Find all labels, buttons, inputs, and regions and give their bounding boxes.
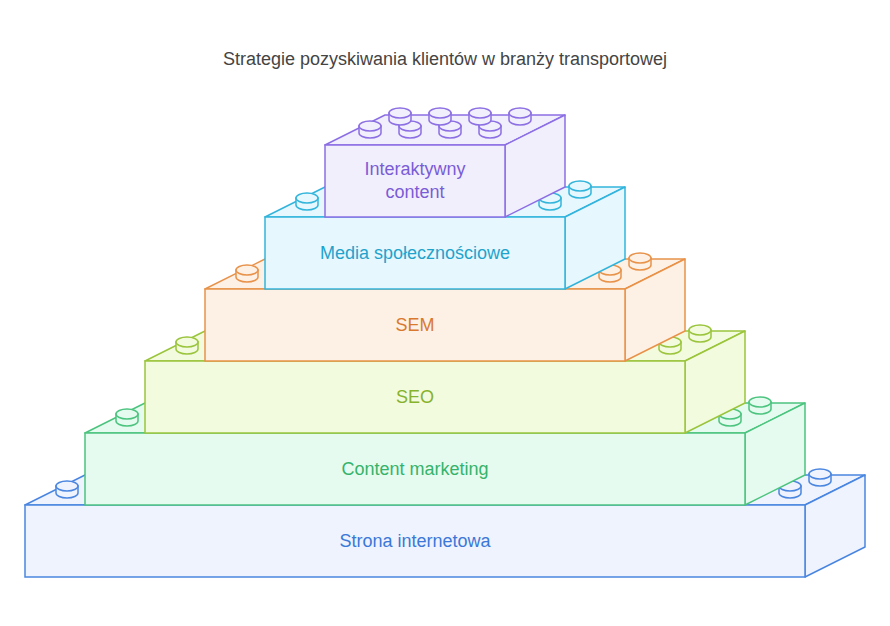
- brick-stud-top: [429, 108, 451, 118]
- brick-front: [325, 145, 505, 217]
- brick-stud-top: [509, 108, 531, 118]
- brick-side: [625, 259, 685, 361]
- brick-stud-top: [359, 121, 381, 131]
- brick-side: [565, 187, 625, 289]
- brick-front: [265, 217, 565, 289]
- brick-side: [685, 331, 745, 433]
- brick-stud-top: [469, 108, 491, 118]
- diagram-title: Strategie pozyskiwania klientów w branży…: [0, 49, 890, 70]
- brick-top: [85, 403, 805, 433]
- brick-face: Content marketing: [85, 433, 745, 505]
- brick-stud-top: [779, 481, 801, 491]
- brick-side: [805, 475, 865, 577]
- brick-face: Media społecznościowe: [265, 217, 565, 289]
- lego-brick: Interaktywny content: [325, 100, 565, 217]
- brick-face: SEM: [205, 289, 625, 361]
- brick-stud-top: [659, 337, 681, 347]
- brick-stud-top: [116, 409, 138, 419]
- brick-stud-top: [296, 193, 318, 203]
- brick-side: [505, 115, 565, 217]
- brick-top: [25, 475, 865, 505]
- brick-front: [205, 289, 625, 361]
- brick-stud-top: [809, 469, 831, 479]
- brick-stud-top: [599, 265, 621, 275]
- brick-top: [145, 331, 745, 361]
- brick-face: Interaktywny content: [325, 145, 505, 217]
- brick-stud-top: [719, 409, 741, 419]
- brick-stud-top: [389, 108, 411, 118]
- brick-face: Strona internetowa: [25, 505, 805, 577]
- brick-label: SEM: [395, 314, 434, 337]
- brick-top: [265, 187, 625, 217]
- brick-label: Content marketing: [341, 458, 488, 481]
- brick-stud-top: [539, 193, 561, 203]
- brick-face: SEO: [145, 361, 685, 433]
- brick-stud-top: [689, 325, 711, 335]
- brick-label: Media społecznościowe: [320, 242, 510, 265]
- brick-label: Strona internetowa: [339, 530, 490, 553]
- brick-label: Interaktywny content: [350, 158, 480, 204]
- brick-stud-top: [176, 337, 198, 347]
- brick-front: [25, 505, 805, 577]
- brick-outline: [325, 100, 565, 217]
- brick-stud-top: [56, 481, 78, 491]
- brick-stud-top: [569, 181, 591, 191]
- brick-side: [745, 403, 805, 505]
- brick-front: [85, 433, 745, 505]
- brick-stud-top: [629, 253, 651, 263]
- brick-stud-top: [236, 265, 258, 275]
- brick-top: [205, 259, 685, 289]
- brick-front: [145, 361, 685, 433]
- brick-stud-top: [749, 397, 771, 407]
- brick-label: SEO: [396, 386, 434, 409]
